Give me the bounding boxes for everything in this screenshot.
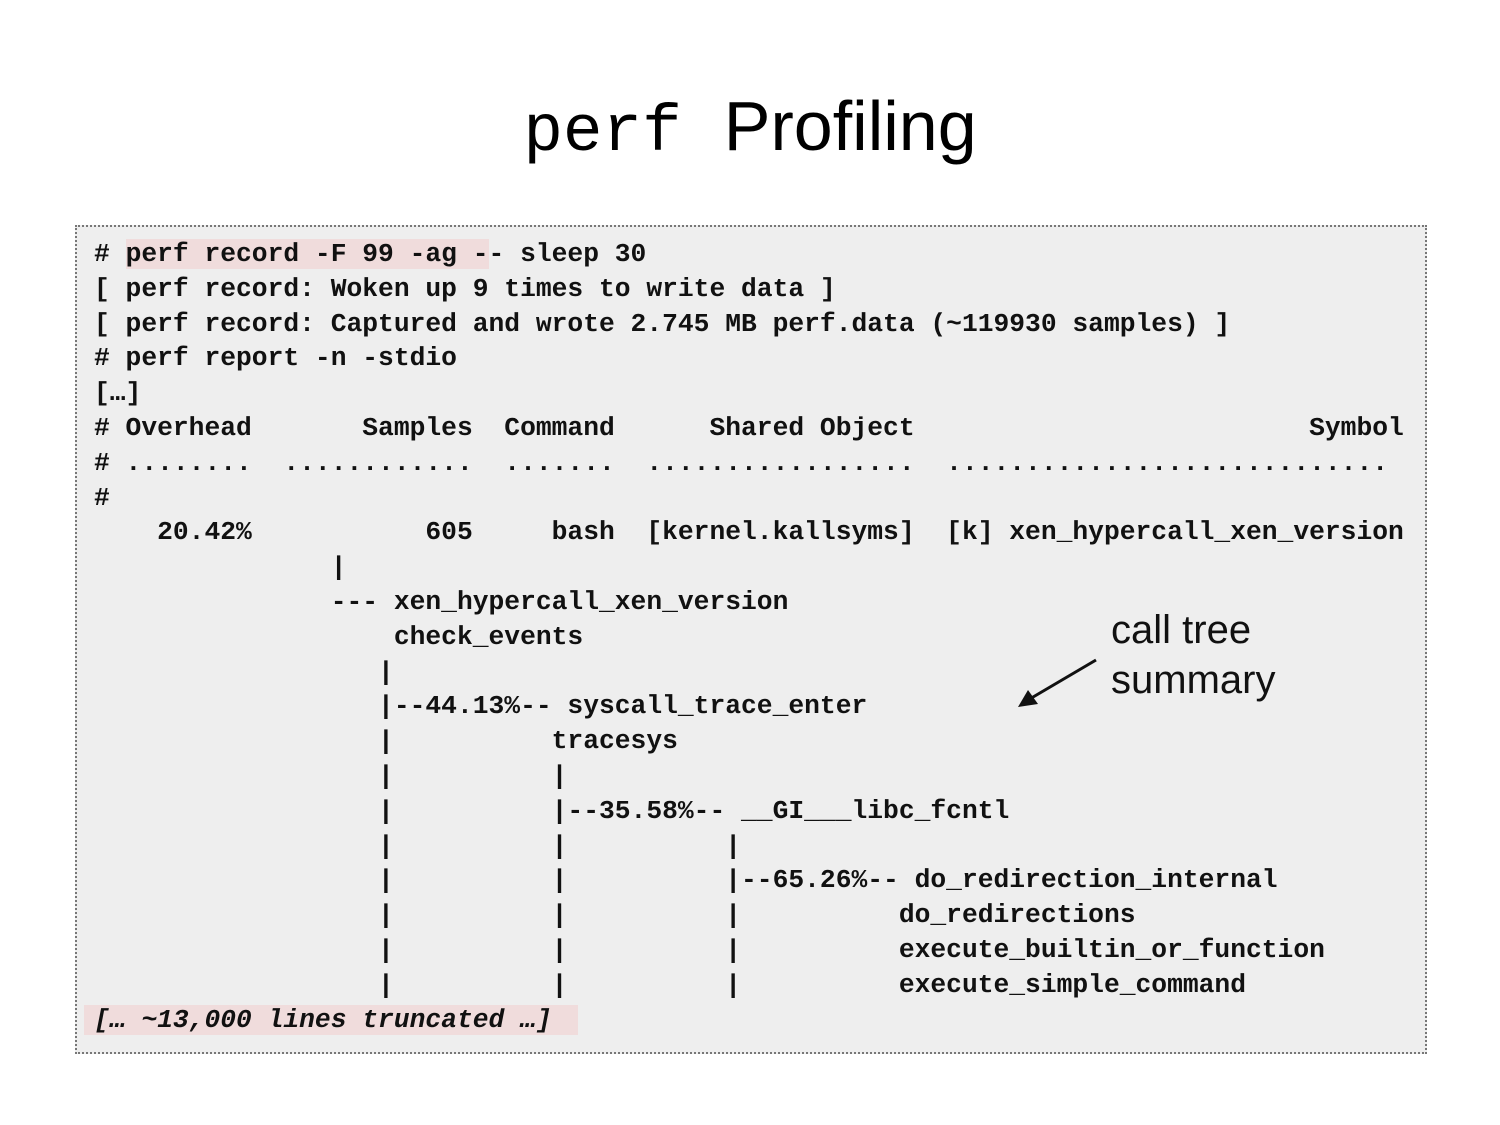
call-tree-line: | tracesys bbox=[94, 726, 678, 757]
call-tree-line: | |--35.58%-- __GI___libc_fcntl bbox=[94, 795, 1010, 826]
call-tree-annotation: call tree summary bbox=[1111, 605, 1275, 705]
call-tree-line: | | | bbox=[94, 830, 742, 861]
prompt: # bbox=[94, 239, 126, 269]
call-tree-line: check_events bbox=[94, 621, 584, 652]
table-row: 20.42% 605 bash [kernel.kallsyms] [k] xe… bbox=[94, 517, 1404, 548]
call-tree-line: |--44.13%-- syscall_trace_enter bbox=[94, 691, 868, 722]
call-tree-line: | bbox=[94, 552, 347, 583]
title-command: perf bbox=[523, 95, 682, 170]
call-tree-line: | | | execute_simple_command bbox=[94, 969, 1246, 1000]
command-rest: - sleep 30 bbox=[488, 239, 647, 269]
output-line: […] bbox=[94, 378, 142, 409]
call-tree-line: --- xen_hypercall_xen_version bbox=[94, 586, 789, 617]
annotation-line: summary bbox=[1111, 658, 1276, 702]
call-tree-line: | | bbox=[94, 760, 568, 791]
table-header: # Overhead Samples Command Shared Object… bbox=[94, 412, 1404, 443]
call-tree-line: | | | execute_builtin_or_function bbox=[94, 934, 1325, 965]
terminal-output-box: # perf record -F 99 -ag -- sleep 30 [ pe… bbox=[75, 225, 1427, 1054]
output-line: [ perf record: Woken up 9 times to write… bbox=[94, 273, 836, 304]
slide-title: perf Profiling bbox=[0, 86, 1500, 170]
call-tree-line: | | | do_redirections bbox=[94, 900, 1136, 931]
annotation-line: call tree bbox=[1111, 608, 1252, 652]
output-line: # bbox=[94, 482, 110, 513]
truncated-notice: [… ~13,000 lines truncated …] bbox=[84, 1004, 578, 1035]
code-listing: # perf record -F 99 -ag -- sleep 30 [ pe… bbox=[84, 237, 1404, 1037]
arrow-icon bbox=[1018, 658, 1097, 707]
command-line-report: # perf report -n -stdio bbox=[94, 343, 457, 374]
call-tree-line: | | |--65.26%-- do_redirection_internal bbox=[94, 865, 1278, 896]
table-separator: # ........ ............ ....... ........… bbox=[94, 447, 1389, 478]
command-line-record: # perf record -F 99 -ag -- sleep 30 bbox=[94, 237, 1404, 272]
call-tree-line: | bbox=[94, 656, 394, 687]
title-text: Profiling bbox=[723, 87, 977, 165]
highlighted-command: perf record -F 99 -ag - bbox=[125, 239, 489, 269]
output-line: [ perf record: Captured and wrote 2.745 … bbox=[94, 308, 1231, 339]
